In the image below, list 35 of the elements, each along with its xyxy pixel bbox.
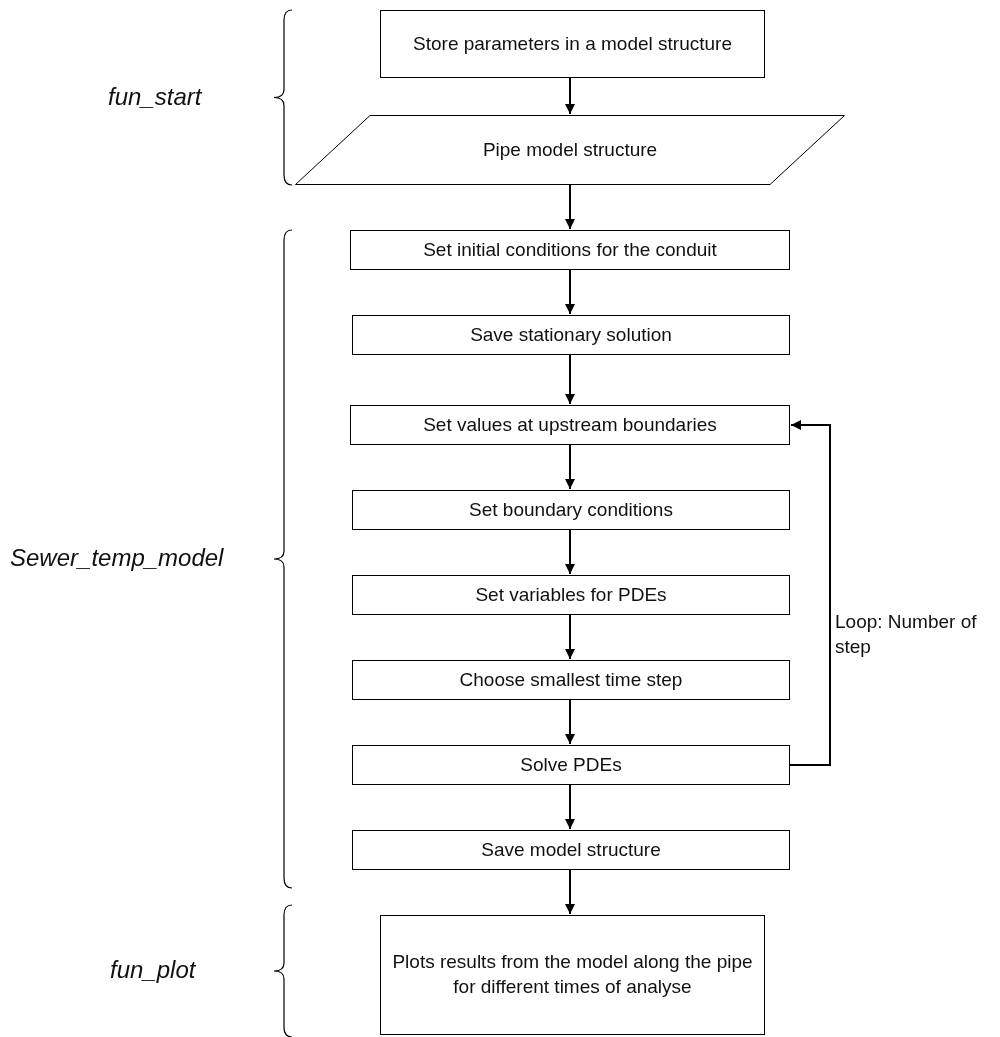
arrow xyxy=(565,77,575,115)
step-text: Store parameters in a model structure xyxy=(412,31,733,56)
arrow xyxy=(565,529,575,575)
loop-arrow xyxy=(789,420,831,766)
process-box xyxy=(352,660,790,700)
step-text: Plots results from the model along the pipe for different times of analyse xyxy=(391,950,754,999)
step-text: Solve PDEs xyxy=(519,752,623,777)
group-label: fun_plot xyxy=(110,956,196,984)
arrow xyxy=(565,354,575,405)
arrow xyxy=(565,784,575,830)
process-box xyxy=(352,575,790,615)
arrow xyxy=(565,614,575,660)
arrow xyxy=(565,699,575,745)
process-box xyxy=(352,315,790,355)
arrow xyxy=(565,184,575,230)
process-box xyxy=(350,405,790,445)
arrow xyxy=(565,869,575,915)
process-box xyxy=(352,745,790,785)
step-text: Set values at upstream boundaries xyxy=(422,412,718,437)
step-text: Set boundary conditions xyxy=(468,497,674,522)
arrow xyxy=(565,269,575,315)
process-box xyxy=(380,10,765,78)
group-label: fun_start xyxy=(108,82,202,111)
step-text: Set initial conditions for the conduit xyxy=(422,237,718,262)
process-box xyxy=(380,915,765,1035)
process-box xyxy=(352,490,790,530)
process-box xyxy=(350,230,790,270)
step-text: Save model structure xyxy=(480,837,662,862)
process-box xyxy=(352,830,790,870)
step-text: Pipe model structure xyxy=(481,137,659,162)
step-text: Choose smallest time step xyxy=(458,667,684,692)
step-text: Set variables for PDEs xyxy=(474,582,668,607)
group-label: Sewer_temp_model xyxy=(10,544,224,572)
arrow xyxy=(565,444,575,490)
step-text: Save stationary solution xyxy=(469,322,673,347)
